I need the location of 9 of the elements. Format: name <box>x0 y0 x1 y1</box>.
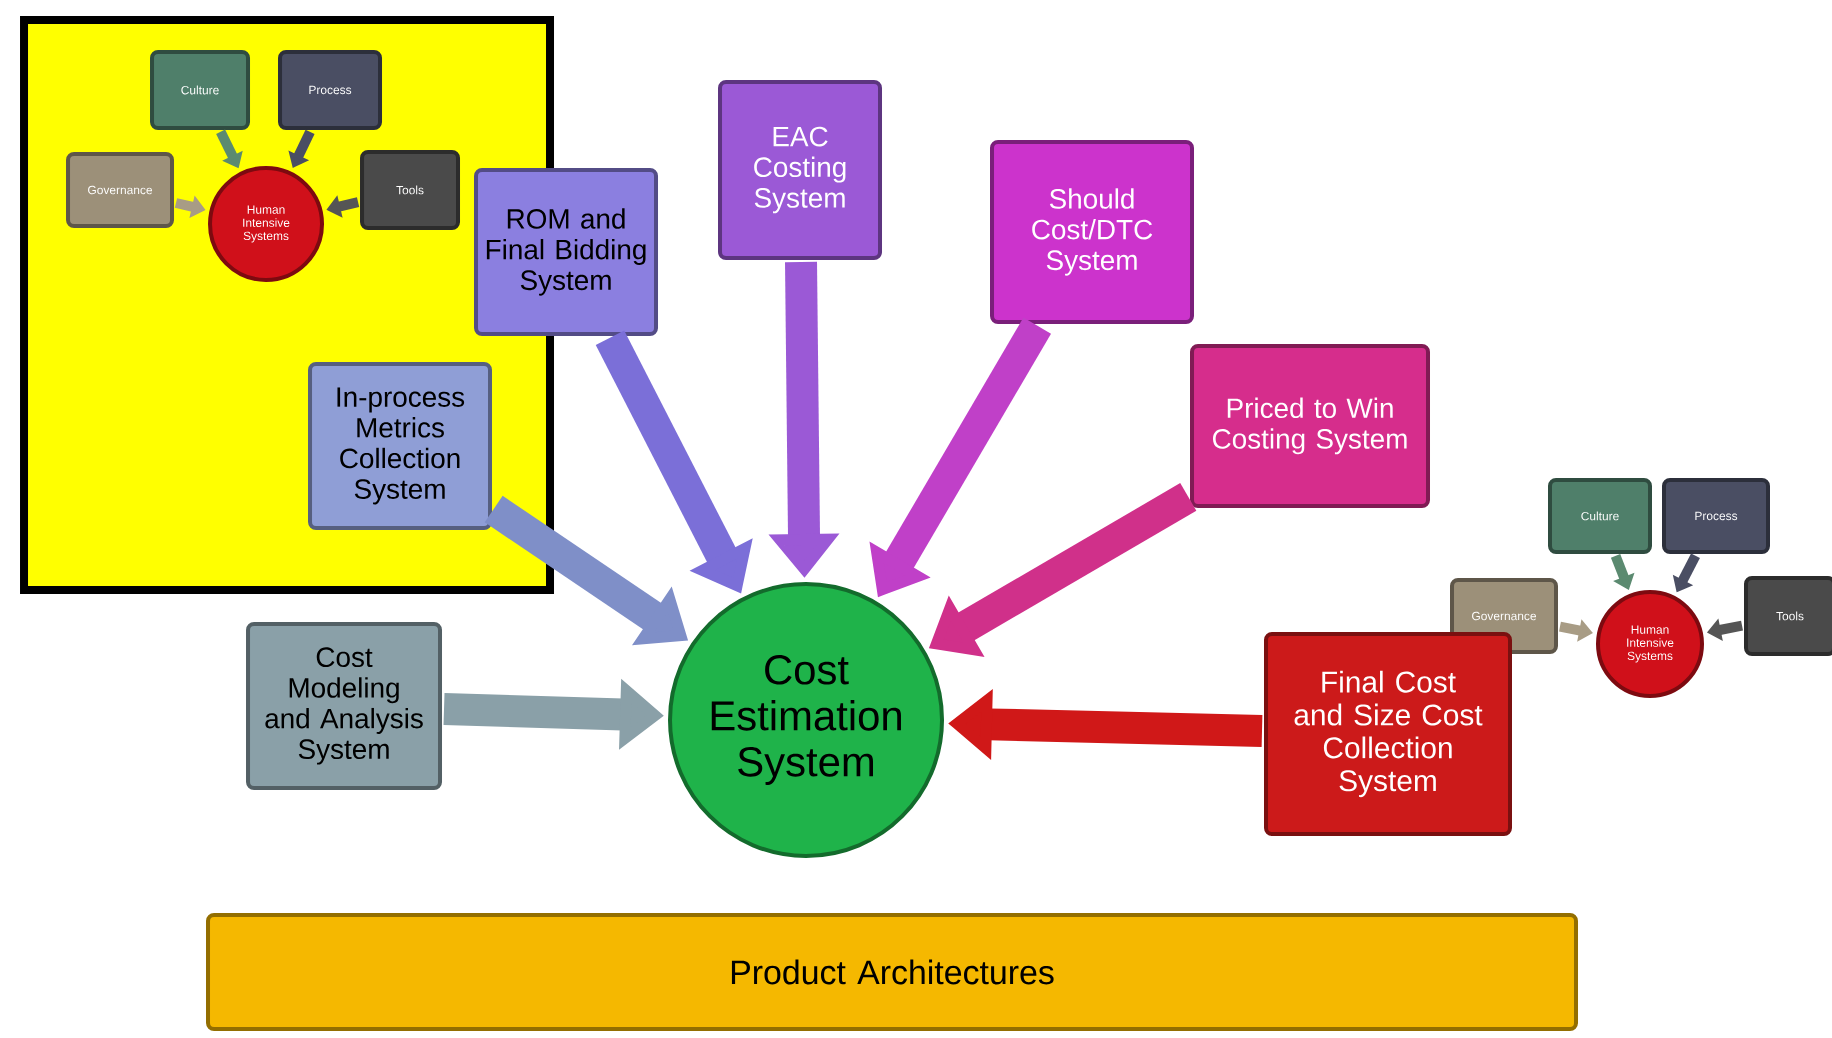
process-box: Final Cost and Size Cost Collection System <box>1264 631 1512 836</box>
process-box: ROM and Final Bidding System <box>474 167 658 336</box>
base-bar: Product Architectures <box>206 912 1578 1031</box>
process-box: Cost Modeling and Analysis System <box>246 621 442 790</box>
arrow <box>1610 554 1635 590</box>
process-box: EAC Costing System <box>718 80 882 260</box>
process-box: Should Cost/DTC System <box>990 140 1194 324</box>
process-box: Priced to Win Costing System <box>1190 343 1430 508</box>
process-box: In-process Metrics Collection System <box>308 361 492 530</box>
